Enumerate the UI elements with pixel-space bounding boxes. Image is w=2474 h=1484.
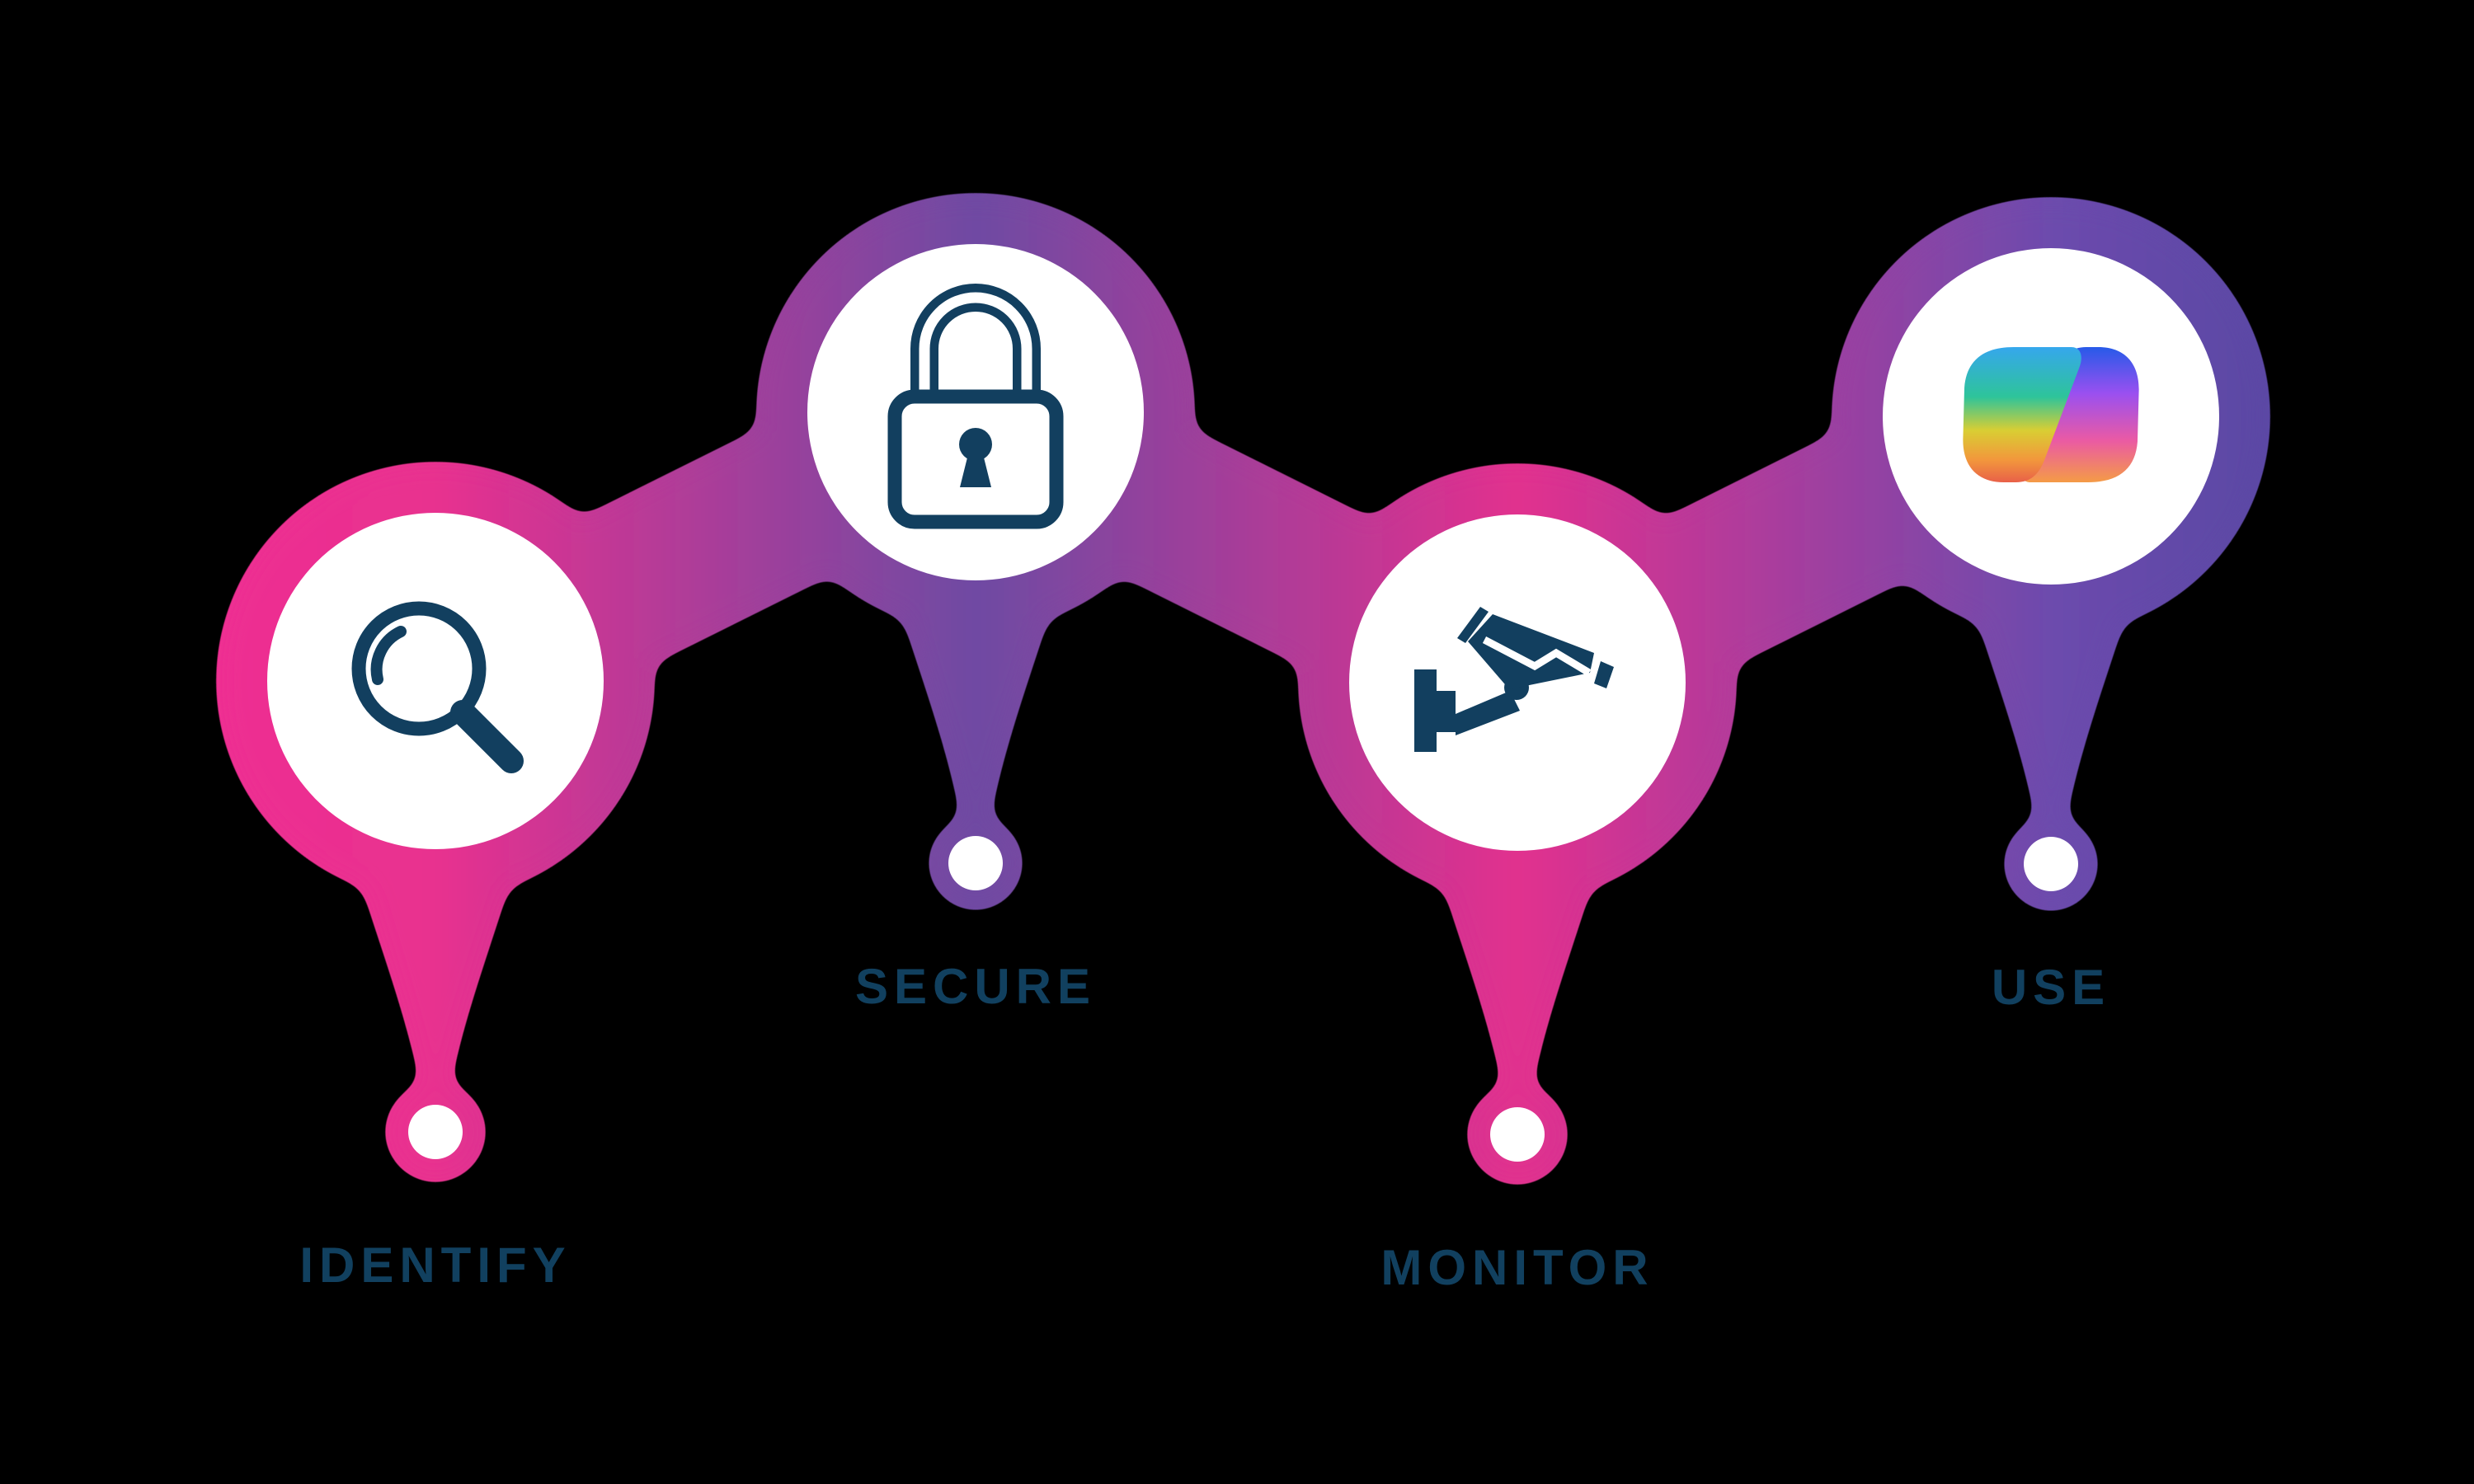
- magnifier-search-icon: [351, 601, 524, 773]
- copilot-logo-icon: [1963, 347, 2139, 482]
- step-label-use: USE: [1991, 960, 2111, 1015]
- padlock-icon: [887, 284, 1064, 529]
- step-label-secure: SECURE: [854, 959, 1097, 1014]
- step-label-identify: IDENTIFY: [299, 1237, 571, 1293]
- drip-hole-identify: [408, 1105, 463, 1159]
- drip-hole-use: [2024, 837, 2078, 891]
- drip-tail-use: [1952, 532, 2150, 833]
- drip-tail-identify: [336, 796, 534, 1097]
- step-label-monitor: MONITOR: [1380, 1240, 1654, 1295]
- node-face-identify: [267, 513, 604, 849]
- drip-tail-secure: [877, 528, 1075, 829]
- cctv-camera-icon: [1414, 607, 1614, 752]
- drip-tail-monitor: [1418, 798, 1616, 1098]
- drip-hole-monitor: [1490, 1107, 1545, 1162]
- drip-hole-secure: [948, 836, 1003, 890]
